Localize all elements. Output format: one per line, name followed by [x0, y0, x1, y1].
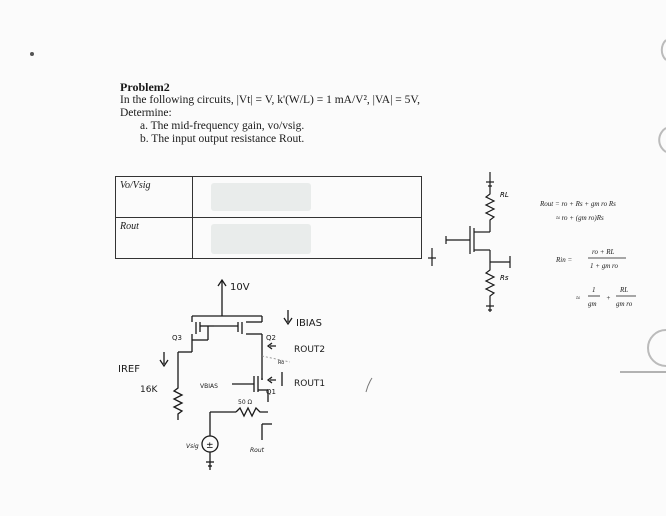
eq-rout-line2: ≈ ro + (gm ro)Rs [556, 214, 604, 222]
ibias-label: IBIAS [296, 318, 322, 329]
r16k-label: 16K [140, 385, 158, 395]
source-plus-icon: ± [206, 441, 214, 451]
eq-rout-line1: Rout = ro + Rs + gm ro Rs [539, 200, 616, 208]
problem-statement: Problem2 In the following circuits, |Vt|… [120, 80, 421, 146]
ro-small-label: Ro [278, 360, 284, 366]
gain-label: Vo/Vsig [115, 176, 193, 218]
stray-mark [365, 377, 373, 393]
page-edge-arcs [620, 39, 666, 373]
vsig-label: Vsig [186, 443, 199, 450]
eq3-t2-den: gm ro [616, 300, 633, 308]
rout2-label: ROUT2 [294, 345, 325, 355]
supply-label: 10V [230, 282, 250, 293]
speck [30, 52, 34, 56]
answer-table: Vo/Vsig Rout [115, 176, 422, 259]
item-a: a. The mid-frequency gain, vo/vsig. [140, 120, 305, 132]
eq3-prefix: ≈ [576, 294, 580, 302]
rs-resistor [484, 262, 496, 302]
q1-label: Q1 [266, 388, 276, 396]
determine-label: Determine: [120, 107, 172, 119]
table-row: Rout [115, 217, 422, 259]
q2-label: Q2 [266, 334, 276, 342]
rout1-label: ROUT1 [294, 379, 325, 389]
eq-rin-den: 1 + gm ro [590, 262, 618, 270]
equations: Rout = ro + Rs + gm ro Rs ≈ ro + (gm ro)… [539, 200, 636, 308]
rs-label: Rs [500, 274, 509, 282]
redacted-area [211, 183, 311, 211]
table-row: Vo/Vsig [115, 176, 422, 218]
vbias-label: VBIAS [200, 383, 218, 390]
problem-title: Problem2 [120, 80, 170, 94]
annotation-line [261, 355, 291, 363]
rl-resistor [484, 190, 496, 232]
item-b: b. The input output resistance Rout. [140, 133, 305, 145]
left-circuit-labels: 10V IBIAS ROUT2 ROUT1 IREF 16K VBIAS Q3 … [118, 282, 325, 454]
eq3-t1-num: 1 [592, 286, 596, 294]
gain-answer[interactable] [192, 176, 422, 218]
left-circuit [159, 278, 293, 470]
q3-label: Q3 [172, 334, 182, 342]
r50-label: 50 Ω [238, 399, 253, 406]
rout-label: Rout [115, 217, 193, 259]
right-circuit [428, 172, 511, 312]
rout-answer[interactable] [192, 217, 422, 259]
eq-rin-lhs: Rin = [555, 256, 572, 264]
rl-label: RL [500, 191, 509, 199]
redacted-area [211, 224, 311, 254]
given-values: In the following circuits, |Vt| = V, k'(… [120, 94, 421, 106]
eq-rin-num: ro + RL [592, 248, 614, 256]
iref-label: IREF [118, 364, 140, 375]
eq3-plus: + [606, 294, 611, 302]
eq3-t2-num: RL [619, 286, 628, 294]
rout-small-label: Rout [250, 447, 265, 454]
eq3-t1-den: gm [588, 300, 597, 308]
